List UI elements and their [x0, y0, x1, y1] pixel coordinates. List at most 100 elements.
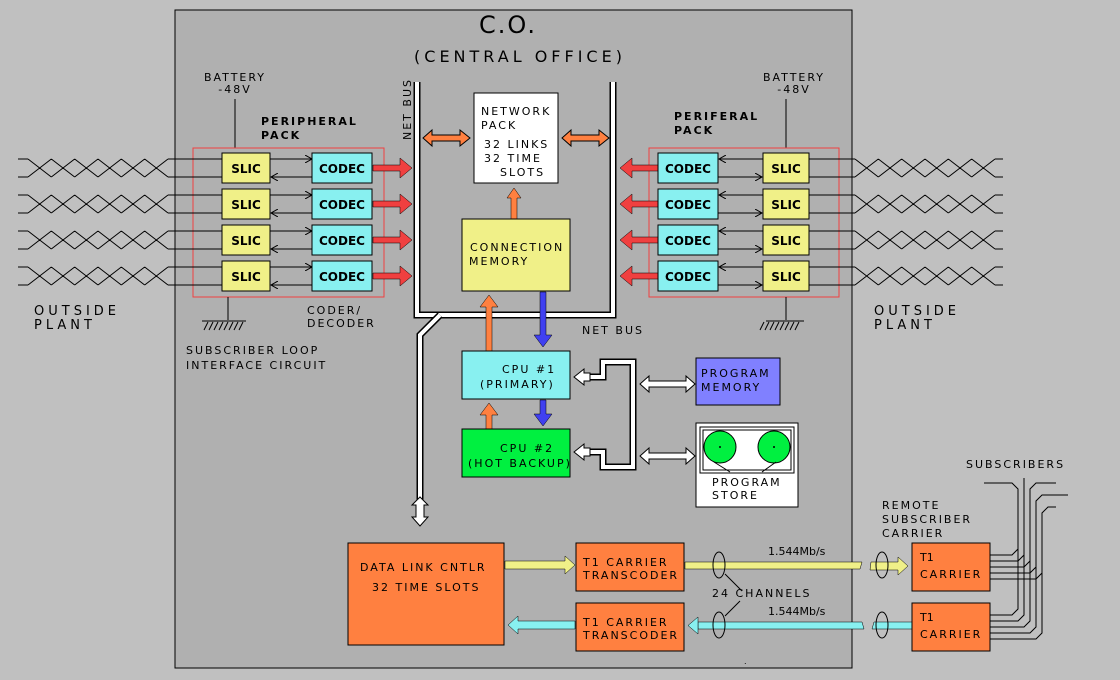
network-pack-line5: SLOTS — [500, 166, 545, 179]
right-peripheral-pack-border — [648, 147, 840, 298]
cpu1-line2: (PRIMARY) — [480, 378, 555, 391]
remote-t1-carrier-top — [911, 542, 991, 592]
cpu2-box — [461, 428, 571, 478]
transcoder-to-data-link-arrow — [507, 615, 576, 635]
net-bus-label-vertical: NET BUS — [401, 78, 414, 140]
subscriber-lines — [984, 478, 1068, 640]
remote-t1-carrier-bottom — [911, 602, 991, 652]
slic-box — [762, 260, 810, 292]
slic-box — [221, 260, 271, 292]
t1-transcoder-top-line2: TRANSCODER — [582, 569, 679, 582]
program-memory-line2: MEMORY — [701, 381, 761, 394]
cpu1-box — [461, 350, 571, 400]
left-battery-voltage: -48V — [218, 83, 252, 96]
left-channel-row: SLIC CODEC — [18, 260, 413, 292]
t1-transmit-line — [684, 551, 909, 579]
slic-label: SLIC — [231, 198, 261, 212]
network-pack-line2: PACK — [481, 119, 517, 132]
program-store-line1: PROGRAM — [712, 476, 782, 489]
data-link-bus-arrow — [410, 496, 430, 527]
data-link-to-transcoder-arrow — [504, 555, 576, 575]
cpu1-to-cpu2-arrow — [533, 399, 553, 427]
network-pack-line3: 32 LINKS — [484, 138, 549, 151]
slic-label: SLIC — [771, 198, 801, 212]
program-store-line2: STORE — [712, 489, 759, 502]
right-outside-plant-2: PLANT — [874, 318, 936, 333]
connection-memory-box — [461, 218, 571, 292]
net-bus-label-horizontal: NET BUS — [582, 324, 644, 337]
program-memory-line1: PROGRAM — [701, 367, 771, 380]
network-pack-left-arrow — [422, 128, 471, 148]
left-peripheral-pack-border — [192, 147, 385, 298]
codec-label: CODEC — [319, 270, 365, 284]
program-store-bus-arrow — [639, 446, 696, 466]
codec-box — [311, 224, 373, 256]
slic-box — [762, 152, 810, 184]
coder-label: CODER/ — [307, 304, 362, 317]
slic-legend-1: SUBSCRIBER LOOP — [186, 344, 319, 357]
codec-to-bus-arrow — [372, 157, 413, 179]
remote-label-1: REMOTE — [882, 499, 940, 512]
cpu1-line1: CPU #1 — [502, 363, 556, 376]
codec-to-bus-arrow — [619, 193, 659, 215]
codec-to-bus-arrow — [619, 157, 659, 179]
codec-to-bus-arrow — [372, 193, 413, 215]
network-pack-line1: NETWORK — [481, 105, 551, 118]
remote-label-2: SUBSCRIBER — [882, 513, 972, 526]
codec-box — [657, 188, 719, 220]
connection-memory-line2: MEMORY — [469, 255, 529, 268]
cpu1-to-conn-mem-arrow — [479, 294, 499, 352]
left-ground-icon — [202, 320, 246, 331]
codec-label: CODEC — [319, 162, 365, 176]
codec-to-bus-arrow — [619, 229, 659, 251]
codec-box — [657, 152, 719, 184]
codec-label: CODEC — [665, 198, 711, 212]
left-outside-plant-1: OUTSIDE — [34, 304, 120, 319]
slic-label: SLIC — [231, 270, 261, 284]
data-link-line2: 32 TIME SLOTS — [372, 581, 480, 594]
program-store: PROGRAM STORE — [695, 422, 799, 508]
left-pack-label-2: PACK — [261, 129, 301, 142]
slic-label: SLIC — [771, 270, 801, 284]
conn-mem-to-cpu1-arrow — [533, 291, 553, 348]
network-pack-right-arrow — [561, 128, 610, 148]
link-rate-bottom: 1.544Mb/s — [768, 605, 826, 618]
remote-t1-bottom-line1: T1 — [919, 611, 934, 624]
right-channel-row: CODEC SLIC — [619, 188, 1003, 220]
subscribers-label: SUBSCRIBERS — [966, 458, 1065, 471]
network-pack-box — [473, 92, 559, 184]
codec-box — [657, 260, 719, 292]
codec-label: CODEC — [665, 234, 711, 248]
slic-box — [762, 224, 810, 256]
t1-transcoder-top — [575, 542, 685, 592]
decoder-label: DECODER — [307, 317, 376, 330]
right-ground-icon — [759, 320, 804, 331]
cpu2-line1: CPU #2 — [500, 442, 554, 455]
slic-label: SLIC — [231, 162, 261, 176]
codec-to-bus-arrow — [372, 229, 413, 251]
codec-to-bus-arrow — [372, 265, 413, 287]
remote-t1-top-line2: CARRIER — [920, 568, 982, 581]
slic-legend-2: INTERFACE CIRCUIT — [186, 359, 327, 372]
right-battery-voltage: -48V — [777, 83, 811, 96]
data-link-controller-box — [347, 542, 505, 646]
cpu2-line2: (HOT BACKUP) — [468, 457, 572, 470]
codec-box — [311, 152, 373, 184]
right-pack-label-1: PERIFERAL — [674, 110, 759, 123]
title: C.O. — [479, 11, 537, 39]
remote-label-3: CARRIER — [882, 527, 944, 540]
slic-box — [221, 224, 271, 256]
program-memory-box — [695, 357, 781, 406]
program-memory-bus-arrow — [639, 374, 696, 394]
left-pack-label-1: PERIPHERAL — [261, 115, 358, 128]
connection-memory-line1: CONNECTION — [470, 241, 564, 254]
t1-receive-line — [687, 611, 913, 639]
t1-transcoder-bottom — [575, 602, 685, 652]
codec-box — [311, 260, 373, 292]
data-link-line1: DATA LINK CNTLR — [360, 561, 487, 574]
